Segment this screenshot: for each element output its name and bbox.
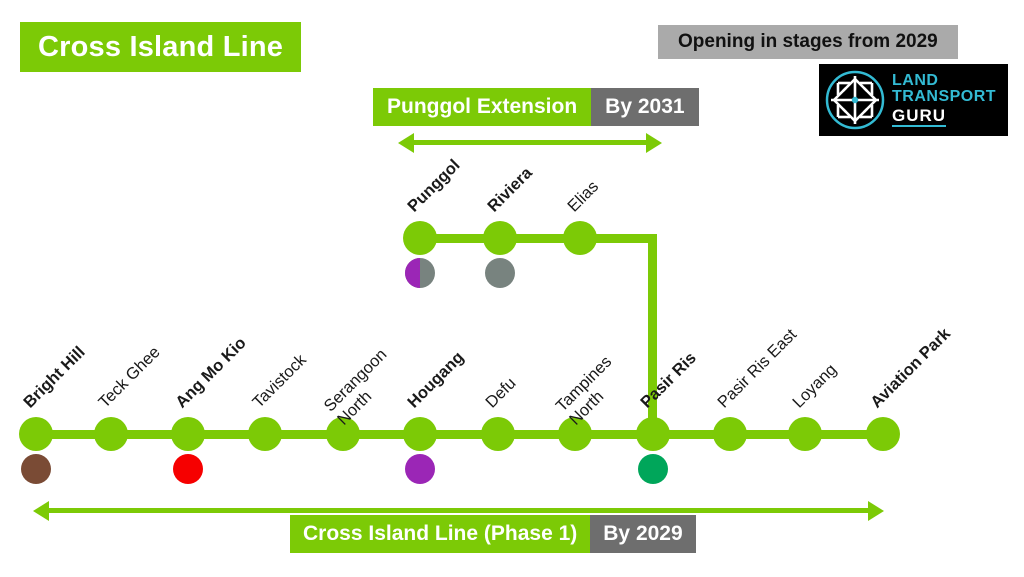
station-node-teck-ghee[interactable] bbox=[94, 417, 128, 451]
opening-status-label: Opening in stages from 2029 bbox=[658, 25, 958, 59]
station-node-punggol[interactable] bbox=[403, 221, 437, 255]
station-node-hougang[interactable] bbox=[403, 417, 437, 451]
interchange-dot-north-south-line bbox=[173, 454, 203, 484]
station-label-teck-ghee: Teck Ghee bbox=[95, 343, 164, 412]
logo-line-2: TRANSPORT bbox=[892, 88, 997, 105]
logo-wordmark: LAND TRANSPORT GURU bbox=[892, 73, 996, 127]
main-line-rail bbox=[36, 429, 884, 439]
phase1-label: Cross Island Line (Phase 1) bbox=[290, 515, 591, 553]
arrow-shaft bbox=[48, 508, 870, 513]
station-node-elias[interactable] bbox=[563, 221, 597, 255]
interchange-dot-punggol-lrt bbox=[485, 258, 515, 288]
station-label-elias: Elias bbox=[564, 177, 603, 216]
punggol-branch-rail-horizontal bbox=[420, 234, 652, 243]
station-node-loyang[interactable] bbox=[788, 417, 822, 451]
station-label-ang-mo-kio: Ang Mo Kio bbox=[172, 334, 250, 412]
station-label-serangoon-north: Serangoon North bbox=[320, 345, 391, 429]
station-label-tavistock: Tavistock bbox=[249, 350, 310, 412]
land-transport-guru-logo: LAND TRANSPORT GURU bbox=[819, 64, 1008, 136]
station-node-tavistock[interactable] bbox=[248, 417, 282, 451]
station-label-hougang: Hougang bbox=[404, 348, 468, 412]
station-node-serangoon-north[interactable] bbox=[326, 417, 360, 451]
punggol-extension-date: By 2031 bbox=[591, 88, 699, 126]
arrow-shaft bbox=[412, 140, 648, 145]
station-label-riviera: Riviera bbox=[484, 163, 536, 216]
title-banner: Cross Island Line bbox=[20, 22, 302, 72]
station-label-loyang: Loyang bbox=[789, 360, 841, 412]
station-label-bright-hill: Bright Hill bbox=[20, 343, 89, 412]
title-banner-label: Cross Island Line bbox=[20, 22, 302, 72]
opening-status-banner: Opening in stages from 2029 bbox=[658, 25, 958, 59]
station-node-bright-hill[interactable] bbox=[19, 417, 53, 451]
punggol-extension-label: Punggol Extension bbox=[373, 88, 592, 126]
station-label-aviation-park: Aviation Park bbox=[867, 324, 955, 412]
arrow-head-left bbox=[33, 500, 49, 521]
station-node-pasir-ris[interactable] bbox=[636, 417, 670, 451]
punggol-branch-rail-vertical bbox=[648, 234, 657, 434]
logo-line-1: LAND bbox=[892, 72, 939, 89]
phase1-banner: Cross Island Line (Phase 1) By 2029 bbox=[290, 515, 696, 553]
phase1-date: By 2029 bbox=[590, 515, 696, 553]
interchange-dot-north-east-line bbox=[405, 454, 435, 484]
station-node-tampines-north[interactable] bbox=[558, 417, 592, 451]
station-node-riviera[interactable] bbox=[483, 221, 517, 255]
arrow-head-right bbox=[646, 132, 662, 153]
station-label-pasir-ris-east: Pasir Ris East bbox=[714, 325, 801, 412]
arrow-head-left bbox=[398, 132, 414, 153]
station-node-ang-mo-kio[interactable] bbox=[171, 417, 205, 451]
arrow-head-right bbox=[868, 500, 884, 521]
interchange-dot-east-west-line bbox=[638, 454, 668, 484]
station-label-defu: Defu bbox=[482, 374, 520, 412]
compass-starburst-icon bbox=[824, 69, 886, 131]
logo-line-3: GURU bbox=[892, 106, 947, 127]
interchange-dot-north-east-line-and-lrt bbox=[405, 258, 435, 288]
station-label-punggol: Punggol bbox=[404, 156, 464, 216]
station-node-pasir-ris-east[interactable] bbox=[713, 417, 747, 451]
station-node-defu[interactable] bbox=[481, 417, 515, 451]
station-node-aviation-park[interactable] bbox=[866, 417, 900, 451]
interchange-dot-thomson-east-coast-line bbox=[21, 454, 51, 484]
punggol-extension-banner: Punggol Extension By 2031 bbox=[373, 88, 699, 126]
station-label-tampines-north: Tampines North bbox=[552, 352, 616, 429]
